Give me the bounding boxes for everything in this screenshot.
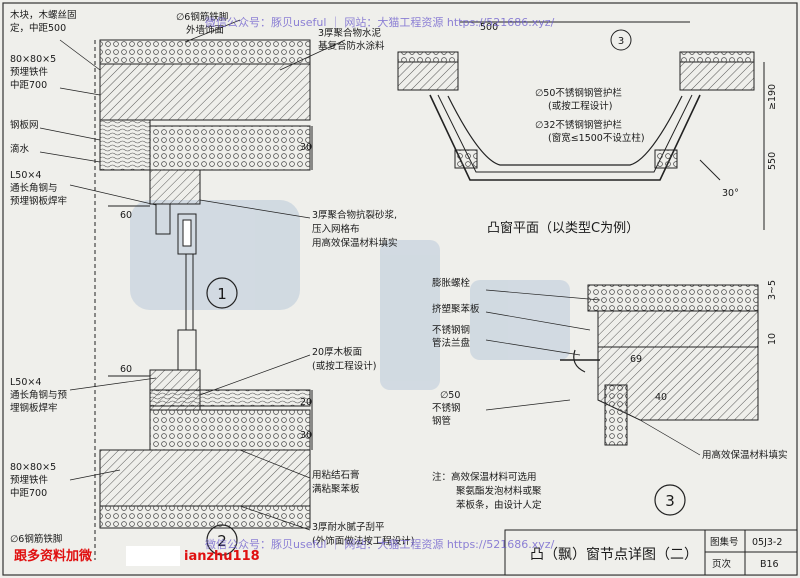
section-detail-1 [94, 39, 313, 560]
detail3-dim-69: 69 [630, 354, 642, 365]
plan-dim-190: ≥190 [767, 84, 778, 110]
label-angle-1b: 通长角钢与 [10, 182, 58, 194]
detail3-dim-3-5: 3~5 [767, 280, 778, 300]
label-board-2: (或按工程设计) [312, 360, 376, 372]
dim-20: 20 [300, 397, 312, 408]
detail-marker-2-label: 2 [217, 532, 227, 550]
section-detail-3 [560, 284, 759, 446]
detail3-dim-10: 10 [767, 333, 778, 345]
left-label-group: 木块，木螺丝固 定，中距500 80×80×5 预埋铁件 中距700 钢板网 滴… [10, 9, 77, 545]
label-wood-screw-1: 木块，木螺丝固 [10, 9, 77, 21]
label-putty-2: (外饰面做法按工程设计) [312, 535, 414, 547]
label-angle-2b: 通长角钢与预 [10, 389, 68, 401]
center-label-group: ∅6钢筋铁脚 外墙饰面 3厚聚合物水泥 基复合防水涂料 3厚聚合物抗裂砂浆, 压… [120, 11, 414, 547]
plan-angle: 30° [722, 188, 739, 199]
title-block [504, 529, 798, 576]
label-flange-2: 管法兰盘 [432, 337, 471, 349]
dim-60-bottom: 60 [120, 364, 132, 375]
note-line-2: 聚氨酯发泡材料或聚 [456, 485, 542, 497]
label-gypsum-1: 用粘结石膏 [312, 469, 360, 481]
label-angle-1c: 预埋钢板焊牢 [10, 195, 67, 207]
title-block-page-label: 页次 [712, 558, 732, 570]
plan-title: 凸窗平面（以类型C为例） [487, 220, 639, 236]
watermark-bottom: 微信公众号：豚贝useful ｜ 网站：大猫工程资源 https://52168… [205, 537, 555, 551]
watermark-top: 微信公众号：豚贝useful ｜ 网站：大猫工程资源 https://52168… [205, 15, 555, 29]
ref-marker-3 [610, 29, 632, 51]
title-block-set-label: 图集号 [710, 536, 739, 548]
label-anchor-bolt: 膨胀螺栓 [432, 277, 471, 289]
label-angle-1a: L50×4 [10, 170, 41, 181]
label-flange-1: 不锈钢钢 [432, 324, 470, 336]
label-angle-2a: L50×4 [10, 377, 41, 388]
detail-marker-3-label: 3 [665, 492, 675, 510]
label-pipe-3: 钢管 [432, 415, 451, 427]
label-embed-2: 预埋铁件 [10, 66, 49, 78]
label-pipe-2: 不锈钢 [432, 402, 461, 414]
label-embed-4: 80×80×5 [10, 462, 56, 473]
label-embed-1: 80×80×5 [10, 54, 56, 65]
detail3-leaders [485, 289, 701, 456]
label-embed-6: 中距700 [10, 487, 47, 499]
label-waterproof-1: 3厚聚合物水泥 [318, 27, 382, 39]
plan-label-rail-50-2: (或按工程设计) [548, 100, 612, 112]
promo-left: 跟多资料加微 [14, 548, 93, 564]
label-embed-3: 中距700 [10, 79, 47, 91]
label-putty-1: 3厚耐水腻子刮平 [312, 521, 385, 533]
note-line-3: 苯板条，由设计人定 [456, 499, 542, 511]
detail-marker-1 [206, 277, 238, 309]
detail3-dim-40: 40 [655, 392, 667, 403]
plan-dim-500: 500 [480, 22, 498, 33]
plan-label-rail-32-1: ∅32不锈钢钢管护栏 [535, 119, 622, 131]
plan-label-rail-50-1: ∅50不锈钢钢管护栏 [535, 87, 622, 99]
title-block-set-no: 05J3-2 [752, 537, 782, 548]
ref-marker-3-label: 3 [618, 36, 624, 47]
label-mortar-3: 用高效保温材料填实 [312, 237, 398, 249]
label-mortar-2: 压入网格布 [312, 223, 360, 235]
title-block-page-no: B16 [760, 559, 779, 570]
dim-30-top: 30 [300, 142, 312, 153]
label-angle-2c: 埋钢板焊牢 [10, 402, 58, 414]
plan-label-group: 500 ∅50不锈钢钢管护栏 (或按工程设计) ∅32不锈钢钢管护栏 (窗宽≤1… [480, 22, 778, 199]
promo-right: ianzhu118 [184, 549, 260, 564]
label-mortar-1: 3厚聚合物抗裂砂浆, [312, 209, 397, 221]
note-line-1: 注：高效保温材料可选用 [432, 471, 537, 483]
title-block-title: 凸（飘）窗节点详图（二） [530, 546, 698, 563]
promo-redaction [126, 546, 180, 566]
background-watermark-shapes [130, 200, 570, 390]
label-steel-mesh: 钢板网 [10, 119, 39, 131]
label-waterproof-2: 基复合防水涂料 [318, 40, 385, 52]
label-facade: 外墙饰面 [186, 24, 224, 36]
plan-label-rail-32-2: (窗宽≤1500不设立柱) [548, 132, 645, 144]
label-drip: 滴水 [10, 143, 30, 155]
label-board-1: 20厚木板面 [312, 346, 362, 358]
plan-dim-550: 550 [767, 152, 778, 170]
bay-window-plan [397, 21, 765, 230]
label-embed-5: 预埋铁件 [10, 474, 49, 486]
detail-marker-1-label: 1 [217, 285, 227, 303]
label-pipe-1: ∅50 [440, 390, 460, 401]
detail-marker-2 [206, 524, 238, 556]
detail-marker-3 [654, 484, 686, 516]
label-gypsum-2: 满粘聚苯板 [312, 483, 360, 495]
dim-30-bottom: 30 [300, 430, 312, 441]
label-rebar-foot-bottom: ∅6钢筋铁脚 [10, 533, 62, 545]
dim-60-top: 60 [120, 210, 132, 221]
label-rebar-foot-top: ∅6钢筋铁脚 [176, 11, 228, 23]
detail3-label-group: 膨胀螺栓 挤塑聚苯板 不锈钢钢 管法兰盘 ∅50 不锈钢 钢管 用高效保温材料填… [432, 277, 788, 511]
left-leaders [39, 19, 346, 531]
label-xps-board: 挤塑聚苯板 [432, 303, 480, 315]
label-insulation-fill: 用高效保温材料填实 [702, 449, 788, 461]
label-wood-screw-2: 定，中距500 [10, 22, 66, 34]
